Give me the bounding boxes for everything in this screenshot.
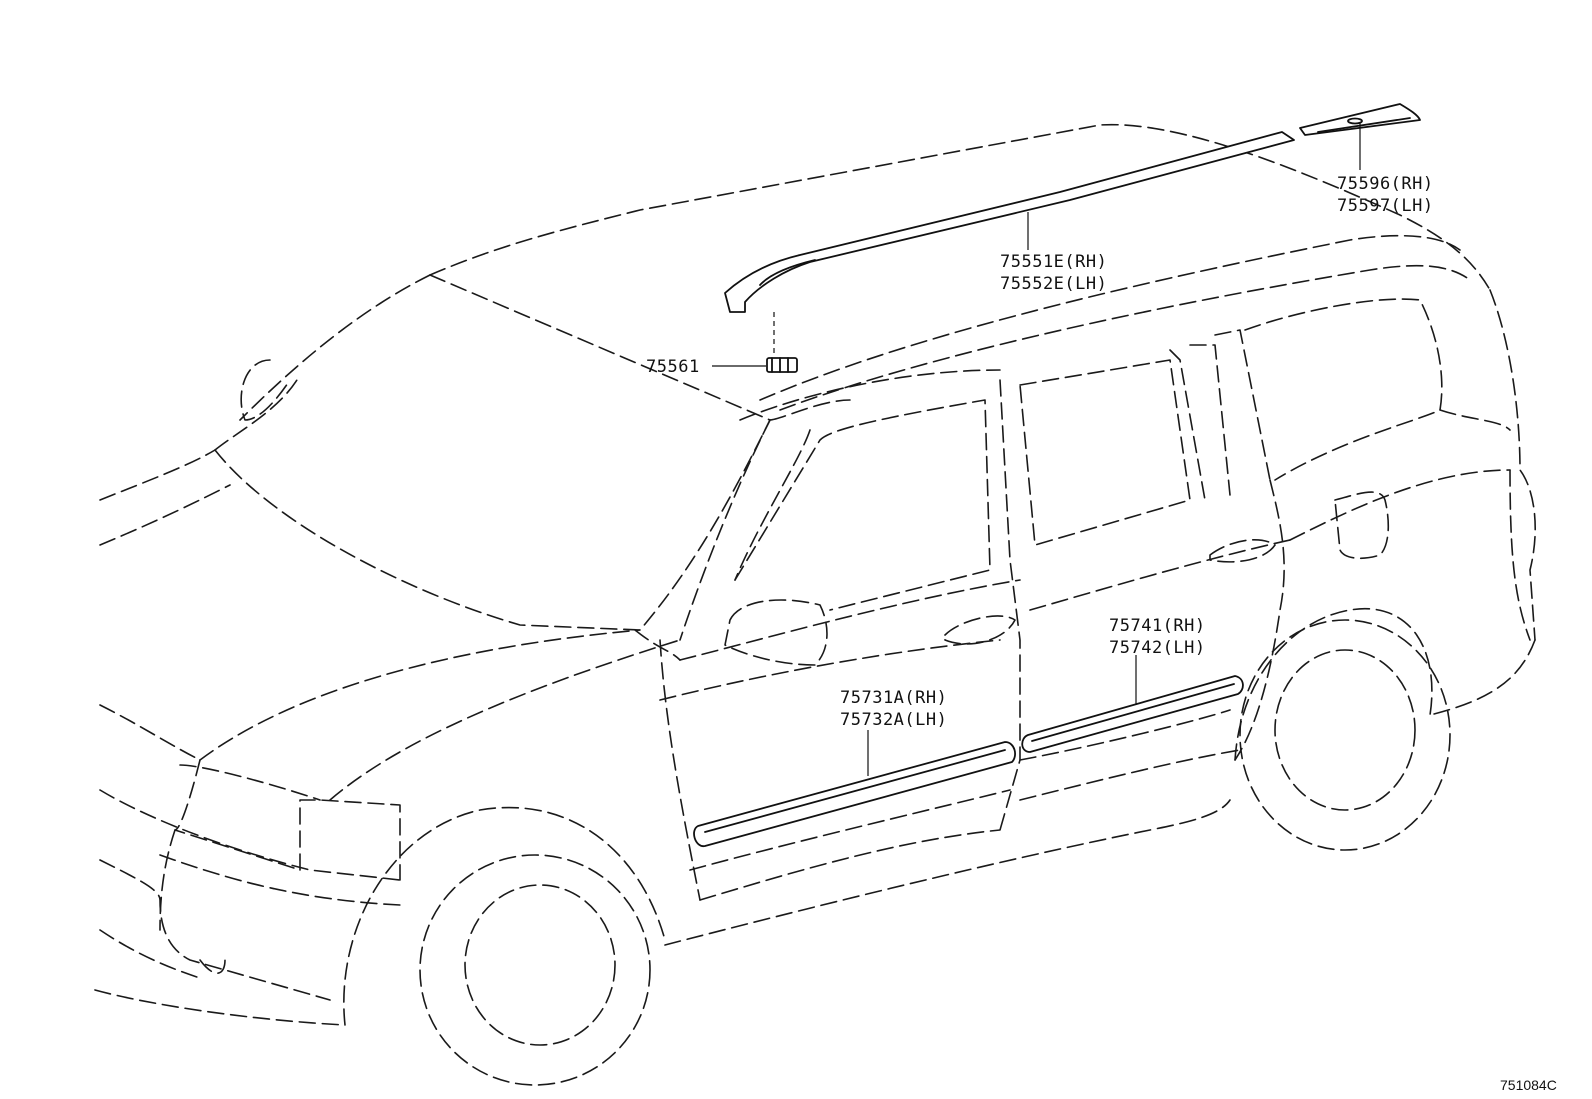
roof-end-cover-part (1299, 103, 1421, 136)
vehicle-outline (94, 123, 1536, 1086)
moulding-clip-part (766, 357, 798, 373)
callout-roof-drip-moulding: 75551E(RH) 75552E(LH) (1000, 252, 1107, 294)
front-door-moulding-part (693, 741, 1016, 847)
callout-roof-end-cover: 75596(RH) 75597(LH) (1337, 174, 1434, 216)
callout-line: 75551E(RH) (1000, 252, 1107, 272)
callout-line: 75561 (646, 357, 700, 377)
callout-line: 75742(LH) (1109, 638, 1206, 658)
leader-lines (712, 122, 1361, 776)
callout-line: 75732A(LH) (840, 710, 947, 730)
callout-line: 75596(RH) (1337, 174, 1434, 194)
callout-line: 75741(RH) (1109, 616, 1206, 636)
figure-id: 751084C (1500, 1077, 1557, 1093)
rear-door-moulding-part (1021, 675, 1244, 753)
callout-line: 75731A(RH) (840, 688, 947, 708)
callout-rear-door-moulding: 75741(RH) 75742(LH) (1109, 616, 1206, 658)
callout-moulding-clip: 75561 (646, 357, 700, 377)
callout-front-door-moulding: 75731A(RH) 75732A(LH) (840, 688, 947, 730)
callout-line: 75597(LH) (1337, 196, 1434, 216)
callout-line: 75552E(LH) (1000, 274, 1107, 294)
roof-drip-moulding-part (724, 131, 1295, 313)
